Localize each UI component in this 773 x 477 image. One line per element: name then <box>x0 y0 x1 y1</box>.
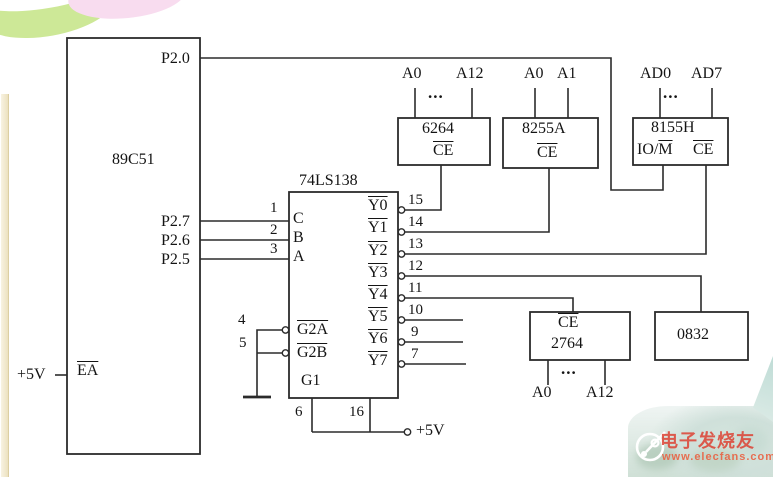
chip-name-74ls138: 74LS138 <box>299 172 358 189</box>
pin-number-11: 11 <box>408 280 423 296</box>
ce-label-2764: CE <box>558 314 579 331</box>
wire-y3-0832 <box>405 275 702 312</box>
ellipsis-8155: ... <box>663 83 679 102</box>
decor-foliage <box>690 448 740 472</box>
inverter-bubbles <box>281 206 412 436</box>
input-label-b: B <box>293 229 304 246</box>
output-label-y1: Y1 <box>368 219 388 236</box>
output-label-y3: Y3 <box>368 264 388 281</box>
pin-number-7: 7 <box>411 346 419 362</box>
bubble-y1 <box>397 228 406 236</box>
bubble-y5 <box>397 316 406 324</box>
pin-number-16: 16 <box>349 404 364 420</box>
wires <box>55 57 713 433</box>
elecfans-logo-icon <box>635 431 666 462</box>
chip-name-0832: 0832 <box>677 326 709 343</box>
box-0832 <box>654 311 749 361</box>
pin-number-2: 2 <box>270 222 278 238</box>
pin-label-p27: P2.7 <box>161 213 190 230</box>
decor-foliage <box>732 426 768 456</box>
addr-label-8255-a0: A0 <box>524 65 544 82</box>
box-89c51 <box>66 37 201 455</box>
chip-name-8255a: 8255A <box>522 120 566 137</box>
addr-label-6264-a0: A0 <box>402 65 422 82</box>
pin-number-10: 10 <box>408 302 423 318</box>
ce-label-6264: CE <box>433 142 454 159</box>
wire-y0-6264ce <box>405 165 442 211</box>
addr-label-2764-a0: A0 <box>532 384 552 401</box>
wire-y1-8255ce <box>405 168 550 233</box>
box-6264 <box>397 117 491 166</box>
ellipsis-6264: ... <box>428 83 444 102</box>
enable-label-g2a: G2A <box>297 321 329 338</box>
watermark-url-text: www.elecfans.com <box>662 451 773 463</box>
output-label-y5: Y5 <box>368 308 388 325</box>
bubble-y7 <box>397 360 406 368</box>
iom-label-8155h: IO/M <box>637 141 673 159</box>
box-8255a <box>502 117 599 169</box>
addr-label-6264-a12: A12 <box>456 65 484 82</box>
pin-label-p25: P2.5 <box>161 251 190 268</box>
chip-name-6264: 6264 <box>422 120 454 137</box>
iom-mbar: M <box>658 141 673 158</box>
pin-number-9: 9 <box>411 324 419 340</box>
wire-y2-8155ce <box>405 165 707 255</box>
bubble-y0 <box>397 206 406 214</box>
addr-label-8255-a1: A1 <box>557 65 577 82</box>
addr-label-8155-ad7: AD7 <box>691 65 723 82</box>
bubble-y4 <box>397 294 406 302</box>
output-label-y2: Y2 <box>368 242 388 259</box>
bubble-g2a <box>281 326 290 334</box>
bubble-y6 <box>397 338 406 346</box>
bubble-y2 <box>397 250 406 258</box>
enable-label-g2b: G2B <box>297 344 328 361</box>
decor-left-ribbon <box>1 94 9 477</box>
terminal-vcc <box>403 428 412 436</box>
pin-number-13: 13 <box>408 236 423 252</box>
ellipsis-2764: ... <box>561 359 577 378</box>
supply-label-ea: +5V <box>17 366 46 383</box>
input-label-a: A <box>293 248 305 265</box>
box-8155h <box>632 117 729 166</box>
pin-number-6: 6 <box>295 404 303 420</box>
bubble-y3 <box>397 272 406 280</box>
wire-y4-2764ce <box>405 297 574 312</box>
pin-number-14: 14 <box>408 214 423 230</box>
pin-label-p20: P2.0 <box>161 50 190 67</box>
ce-label-8155h: CE <box>693 141 714 158</box>
iom-prefix: IO/ <box>637 141 659 158</box>
output-label-y4: Y4 <box>368 286 388 303</box>
wire-g2a-gnd <box>256 329 283 397</box>
pin-number-1: 1 <box>270 200 278 216</box>
pin-label-p26: P2.6 <box>161 232 190 249</box>
addr-label-2764-a12: A12 <box>586 384 614 401</box>
addr-label-8155-ad0: AD0 <box>640 65 672 82</box>
pin-number-3: 3 <box>270 241 278 257</box>
ce-label-8255a: CE <box>537 144 558 161</box>
output-label-y7: Y7 <box>368 352 388 369</box>
bubble-g2b <box>281 349 290 357</box>
chip-name-89c51: 89C51 <box>112 151 155 168</box>
pin-label-ea: EA <box>77 362 99 379</box>
pin-number-12: 12 <box>408 258 423 274</box>
supply-label-decoder: +5V <box>416 422 445 439</box>
pin-number-4: 4 <box>238 312 246 328</box>
chip-name-2764: 2764 <box>551 335 583 352</box>
output-label-y0: Y0 <box>368 197 388 214</box>
pin-number-15: 15 <box>408 192 423 208</box>
pin-number-5: 5 <box>239 335 247 351</box>
box-2764 <box>529 311 631 361</box>
chip-name-8155h: 8155H <box>651 119 695 136</box>
wire-p20-to-8155-iom <box>200 57 664 191</box>
enable-label-g1: G1 <box>301 372 321 389</box>
output-label-y6: Y6 <box>368 330 388 347</box>
watermark-brand-text: 电子发烧友 <box>660 431 755 451</box>
input-label-c: C <box>293 210 304 227</box>
box-74ls138 <box>288 191 399 399</box>
